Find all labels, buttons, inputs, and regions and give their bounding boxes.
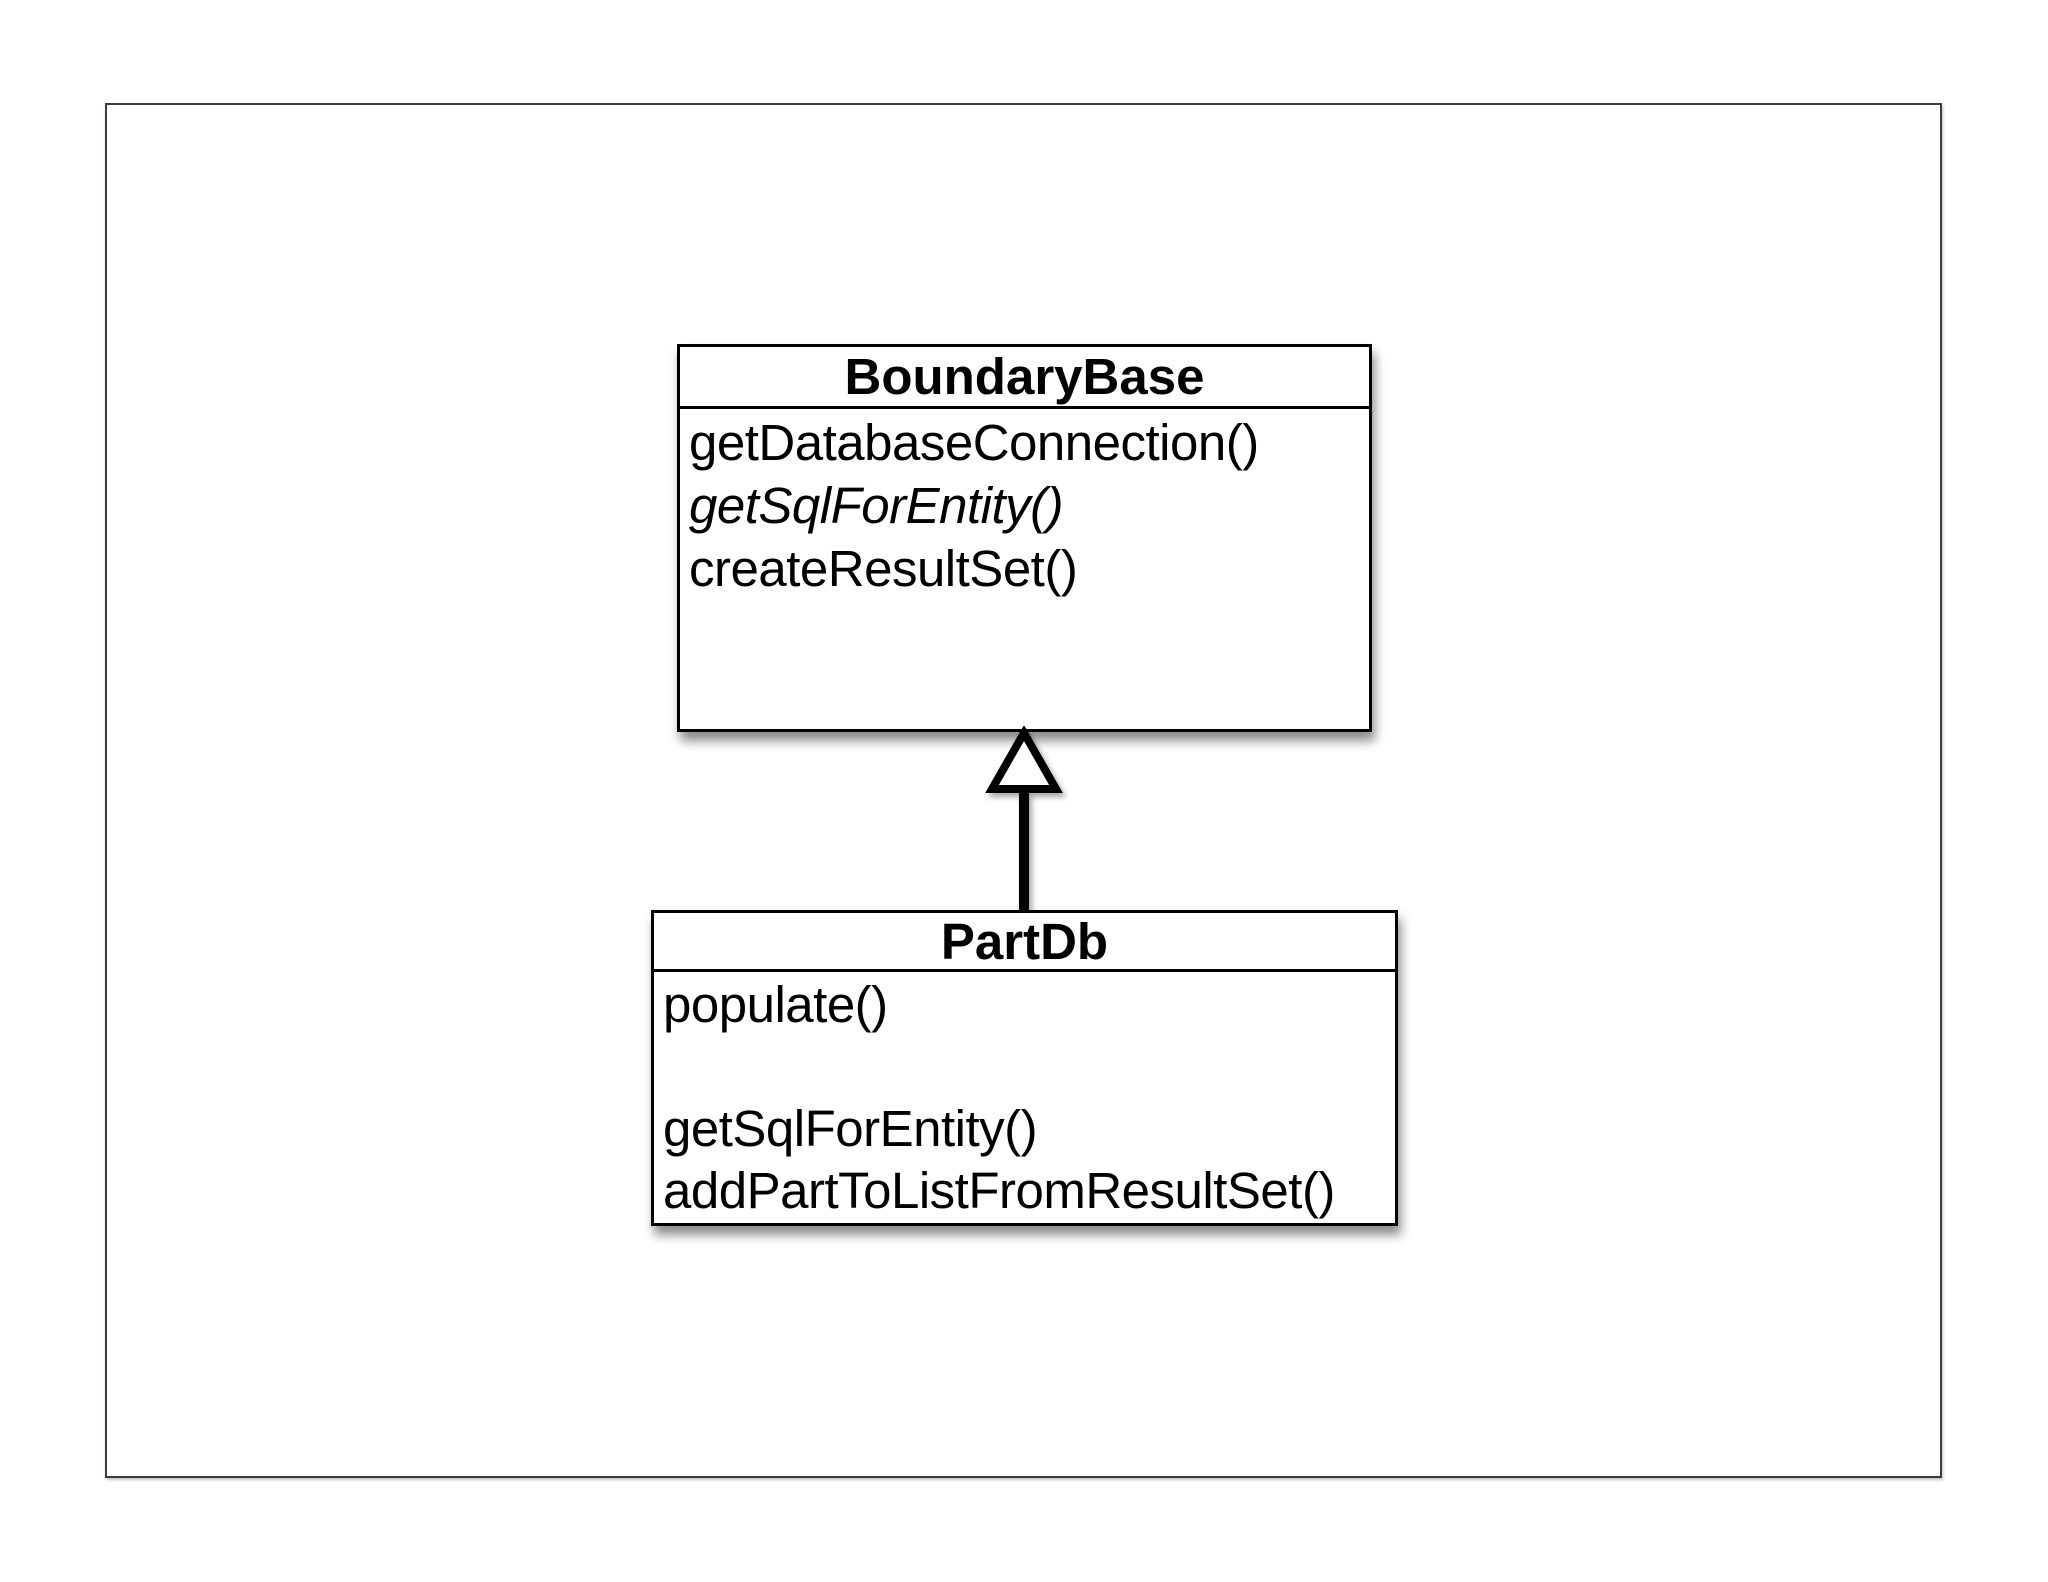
- class-title-boundarybase: BoundaryBase: [680, 347, 1369, 409]
- method-getsqlforentity-abstract: getSqlForEntity(): [689, 477, 1064, 534]
- class-methods-partdb: populate() getSqlForEntity() addPartToLi…: [654, 972, 1395, 1222]
- class-methods-boundarybase: getDatabaseConnection() getSqlForEntity(…: [680, 409, 1369, 600]
- method-getsqlforentity-override: getSqlForEntity(): [663, 1100, 1038, 1157]
- class-box-partdb: PartDb populate() getSqlForEntity() addP…: [651, 910, 1398, 1226]
- class-box-boundarybase: BoundaryBase getDatabaseConnection() get…: [677, 344, 1372, 732]
- method-blank-line: [663, 1036, 1395, 1098]
- method-populate: populate(): [663, 976, 888, 1033]
- method-getdatabaseconnection: getDatabaseConnection(): [689, 414, 1259, 471]
- generalization-arrow: [985, 726, 1063, 915]
- method-createresultset: createResultSet(): [689, 540, 1078, 597]
- class-title-partdb: PartDb: [654, 913, 1395, 972]
- method-addparttolistfromresultset: addPartToListFromResultSet(): [663, 1162, 1335, 1219]
- generalization-arrow-hollow-triangle-icon: [985, 726, 1063, 793]
